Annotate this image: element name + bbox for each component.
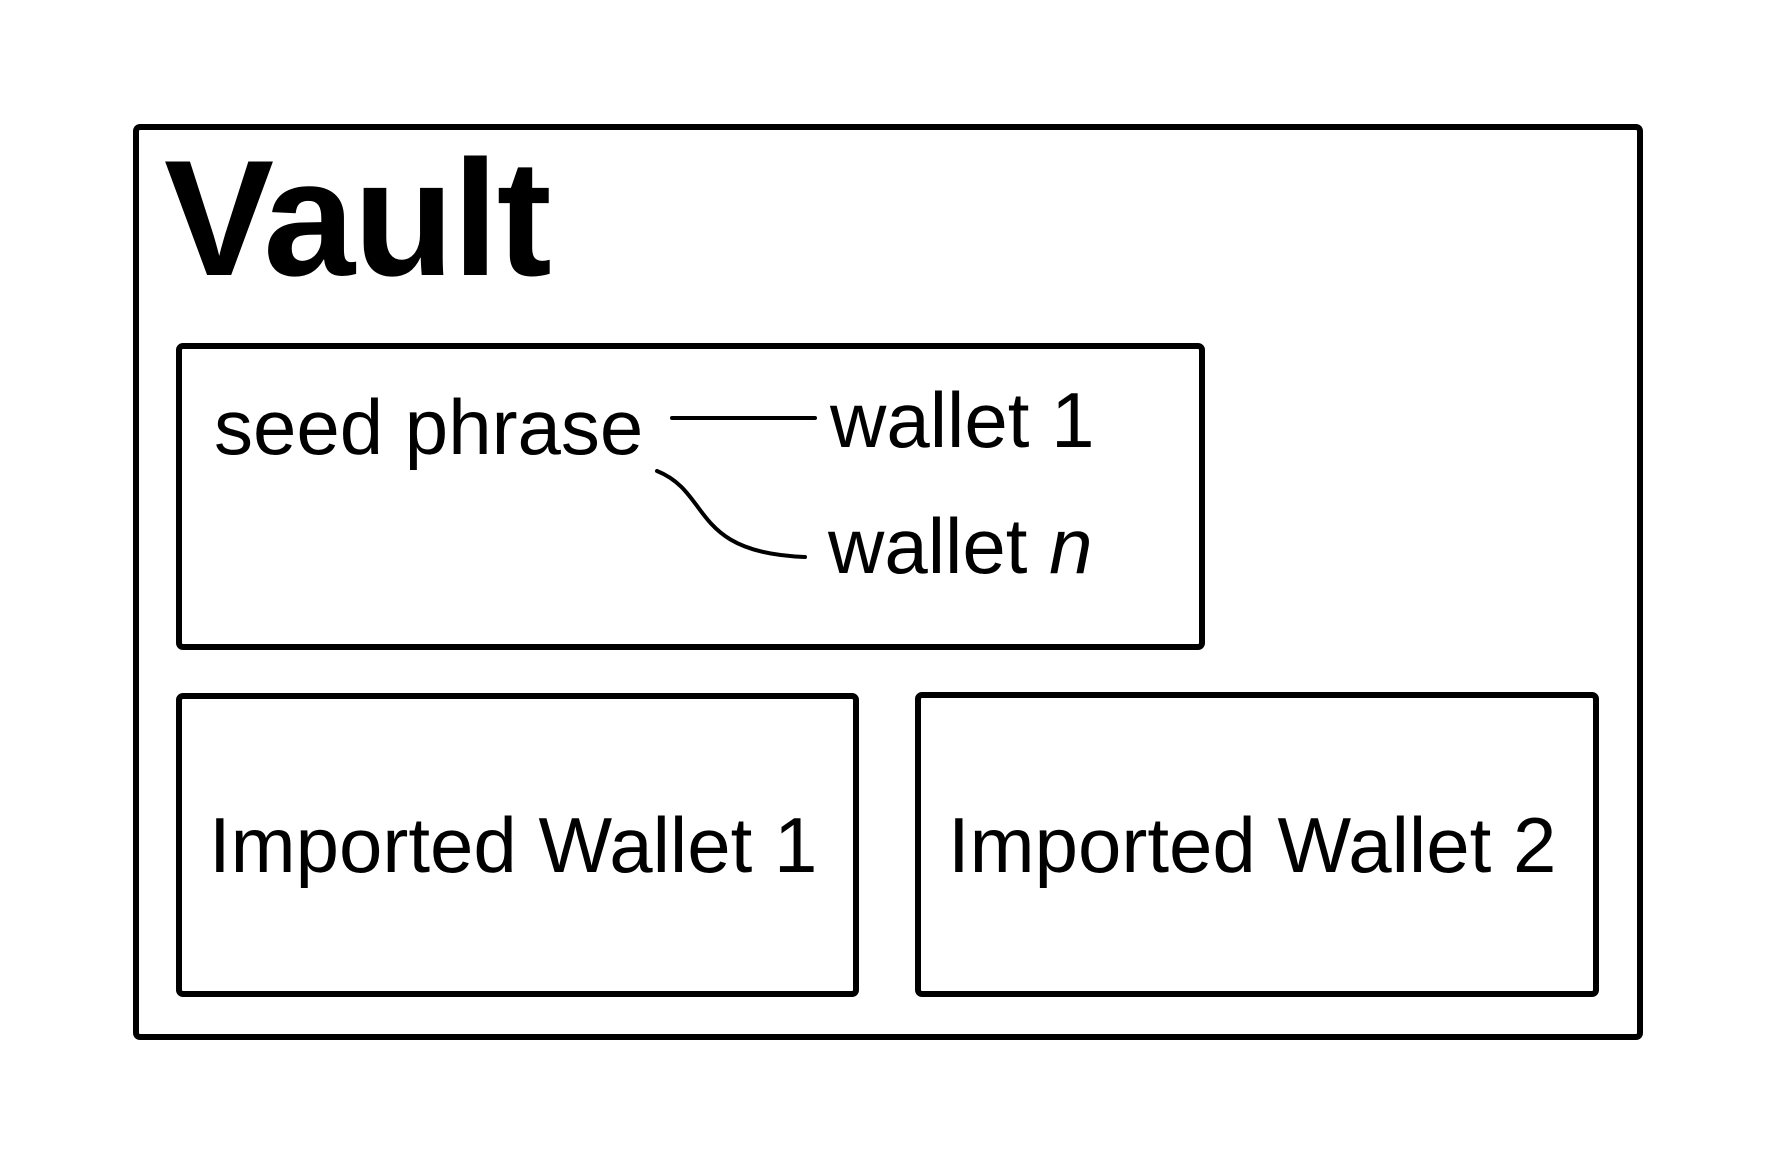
wallet-1-label: wallet 1 [830,376,1095,464]
wallet-n-prefix: wallet [828,502,1050,590]
vault-box [133,124,1643,1040]
imported-wallet-2-label: Imported Wallet 2 [948,800,1557,889]
seed-phrase-box [176,343,1205,650]
imported-wallet-1-label: Imported Wallet 1 [209,801,818,889]
imported-wallet-1-box: Imported Wallet 1 [176,693,859,997]
vault-title: Vault [164,126,552,310]
imported-wallet-2-box: Imported Wallet 2 [915,692,1599,997]
wallet-n-variable: n [1049,502,1093,590]
wallet-n-label: wallet n [828,507,1092,585]
seed-phrase-label: seed phrase [214,383,644,471]
